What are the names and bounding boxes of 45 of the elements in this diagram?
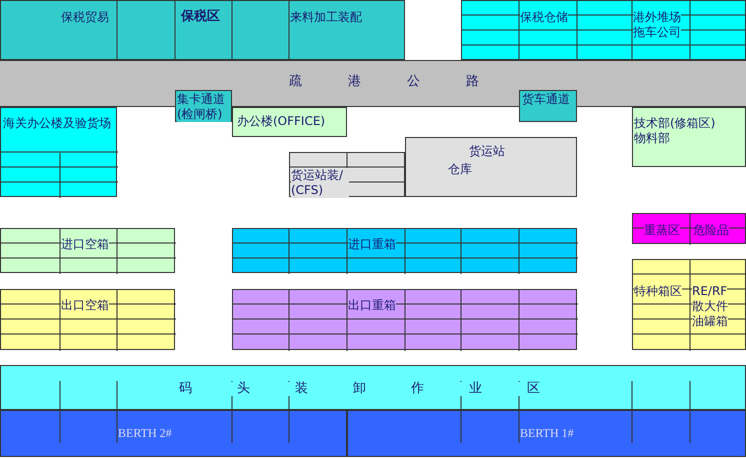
- zone-label: 海关办公楼及验货场: [3, 116, 111, 130]
- zone-label: 散大件: [692, 299, 728, 313]
- zone-label: 货运站: [469, 144, 505, 158]
- zone-label: 技术部(修箱区): [634, 116, 716, 130]
- berth-label: BERTH 2#: [118, 426, 172, 440]
- zone-label: 危险品: [693, 223, 729, 237]
- berth-band: [347, 410, 746, 457]
- zone-label: 保税仓储: [520, 10, 568, 24]
- zone-label: 保税区: [181, 10, 220, 24]
- berth-band: [0, 410, 347, 457]
- zone-label: 货车通道: [522, 92, 570, 106]
- zone-label: 货运站装/(CFS): [291, 168, 349, 198]
- zone-label: 港外堆场: [633, 10, 681, 24]
- bonded-zone: [0, 0, 405, 60]
- zone-label: RE/RF: [692, 284, 728, 298]
- laden-export-yard: [232, 289, 577, 350]
- truck-lane: [519, 90, 577, 122]
- empty-export-yard: [0, 289, 175, 350]
- special-container-yard: [632, 259, 746, 350]
- hazard-zone: [632, 213, 746, 244]
- berth-label: BERTH 1#: [520, 426, 574, 440]
- zone-label: 重蒸区: [644, 223, 680, 237]
- road-band: [0, 60, 746, 107]
- laden-import-yard: [232, 228, 577, 273]
- warehouse: [405, 137, 577, 197]
- empty-import-yard: [0, 228, 175, 273]
- zone-label: 集卡通道(检闸桥): [177, 92, 231, 122]
- zone-label: 保税贸易: [61, 10, 109, 24]
- quay-operation-band: [0, 365, 746, 410]
- zone-label: 拖车公司: [633, 25, 681, 39]
- storage-zone: [461, 0, 746, 60]
- zone-label: 进口重箱: [348, 237, 396, 251]
- zone-label: 仓库: [448, 162, 472, 176]
- tech-zone: [632, 107, 746, 167]
- zone-label: 特种箱区: [634, 284, 682, 298]
- cfs-zone: [289, 152, 405, 197]
- zone-label: 油罐箱: [692, 314, 728, 328]
- office-building: [232, 107, 347, 137]
- customs-zone: [0, 107, 117, 197]
- zone-label: 物料部: [634, 131, 670, 145]
- zone-label: 进口空箱: [61, 237, 109, 251]
- zone-label: 出口空箱: [61, 298, 109, 312]
- zone-label: 办公楼(OFFICE): [237, 114, 326, 128]
- zone-label: 出口重箱: [348, 298, 396, 312]
- zone-label: 来料加工装配: [290, 10, 362, 24]
